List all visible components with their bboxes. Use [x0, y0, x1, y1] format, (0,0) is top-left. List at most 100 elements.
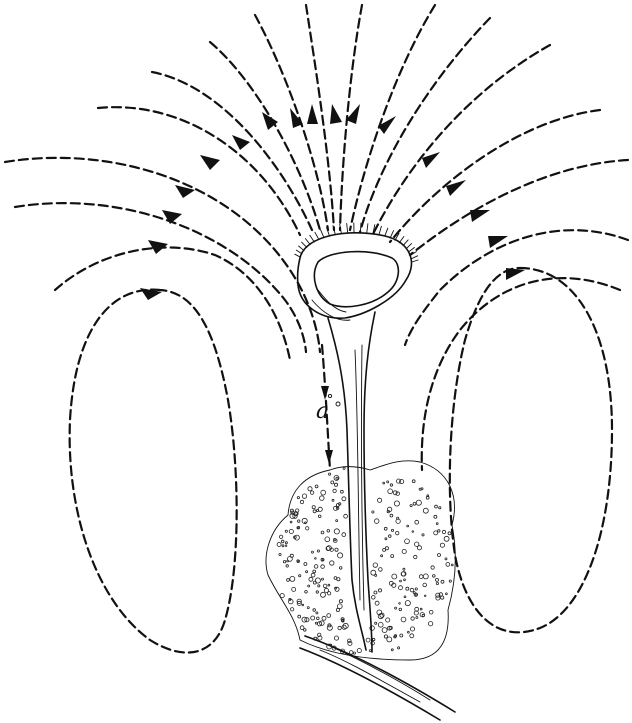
- colony-grain: [403, 568, 405, 570]
- colony-grain: [436, 582, 438, 584]
- colony-grain: [312, 551, 314, 553]
- colony-grain: [372, 596, 376, 600]
- colony-grain: [400, 480, 404, 484]
- twig-edge-top: [305, 636, 455, 712]
- colony-grain: [285, 545, 287, 547]
- colony-grain: [406, 587, 409, 590]
- colony-grain: [438, 554, 441, 557]
- colony-grain: [322, 578, 324, 580]
- colony-grain: [420, 608, 422, 610]
- colony-grain: [315, 578, 320, 583]
- particle: [328, 394, 331, 397]
- colony-grain: [384, 635, 387, 638]
- colony-grain: [379, 568, 383, 572]
- colony-grain: [339, 503, 341, 505]
- colony-grain: [338, 553, 343, 558]
- colony-grain: [373, 563, 377, 567]
- colony-grain: [300, 500, 303, 503]
- colony-grain: [429, 610, 433, 614]
- arrow-head: [232, 135, 250, 150]
- colony-grain: [440, 543, 444, 547]
- colony-grain: [402, 549, 406, 553]
- colony-grain: [315, 485, 318, 488]
- colony-grain: [389, 535, 392, 538]
- colony-grain: [415, 594, 417, 596]
- colony-grain: [321, 592, 326, 597]
- colony-grain: [431, 566, 434, 569]
- colony-grain: [332, 499, 334, 501]
- colony-grain: [333, 489, 336, 492]
- colony-grain: [342, 497, 346, 501]
- colony-grain: [342, 533, 346, 537]
- colony-grain: [313, 609, 316, 612]
- colony-grain: [285, 542, 287, 544]
- organism-stalk-right: [364, 312, 375, 652]
- colony-grain: [283, 561, 285, 563]
- colony-grain: [338, 626, 341, 629]
- colony-grain: [423, 583, 427, 587]
- colony-grain: [415, 542, 419, 546]
- colony-grain: [279, 535, 282, 538]
- cilium: [412, 256, 418, 259]
- colony-grain: [392, 574, 397, 579]
- colony-grain: [287, 579, 290, 582]
- arrow-head: [488, 236, 508, 248]
- colony-grain: [441, 580, 444, 583]
- colony-grain: [385, 538, 387, 540]
- colony-grain: [334, 577, 337, 580]
- colony-grain: [300, 626, 304, 630]
- colony-grain: [372, 511, 374, 513]
- colony-grain: [390, 514, 393, 517]
- colony-grain: [410, 634, 414, 638]
- colony-grain: [414, 555, 417, 558]
- colony-grain: [357, 649, 361, 653]
- colony-grain: [306, 571, 308, 573]
- colony-grain: [421, 488, 423, 490]
- colony-grain: [317, 550, 319, 552]
- colony-grain: [321, 531, 324, 534]
- colony-grain: [366, 638, 370, 642]
- arrow-head: [506, 268, 525, 280]
- twig-edge-bottom: [300, 648, 440, 720]
- colony-grain: [306, 527, 309, 530]
- colony-grain: [289, 529, 293, 533]
- colony-grain: [446, 563, 450, 567]
- colony-grain: [411, 617, 414, 620]
- colony-grain: [400, 634, 403, 637]
- colony-grain: [279, 553, 281, 555]
- colony-grain: [388, 489, 393, 494]
- colony-grain: [422, 614, 424, 616]
- colony-grain: [416, 617, 418, 619]
- cilium: [315, 232, 319, 239]
- cilium: [385, 228, 388, 236]
- colony-grain: [327, 614, 331, 618]
- colony-grain: [399, 603, 401, 605]
- colony-grain: [422, 534, 424, 536]
- colony-grain: [451, 564, 453, 566]
- colony-grain: [309, 577, 313, 581]
- colony-grain: [408, 631, 410, 633]
- colony-grain: [423, 508, 428, 513]
- arrow-head: [162, 210, 182, 224]
- colony-grain: [374, 519, 379, 524]
- substrate-twig: [300, 636, 455, 720]
- colony-grain: [434, 531, 438, 535]
- colony-grain: [385, 547, 388, 550]
- colony-grain: [419, 575, 423, 579]
- colony-grain: [391, 649, 393, 651]
- ciliate-organism: a: [295, 223, 418, 652]
- arrow-head: [321, 386, 329, 400]
- colony-grain: [353, 652, 355, 654]
- eddy-left: [70, 290, 237, 653]
- colony-grain: [302, 494, 306, 498]
- particle: [336, 402, 340, 406]
- colony-grain: [317, 509, 319, 511]
- colony-grain: [436, 523, 438, 525]
- twig-grain: [320, 646, 430, 702]
- colony-grain: [387, 637, 392, 642]
- colony-grain: [375, 601, 379, 605]
- colony-grain: [349, 651, 353, 655]
- colony-grain: [318, 515, 321, 518]
- cilium: [379, 226, 381, 234]
- oral-disc-inner: [314, 252, 398, 307]
